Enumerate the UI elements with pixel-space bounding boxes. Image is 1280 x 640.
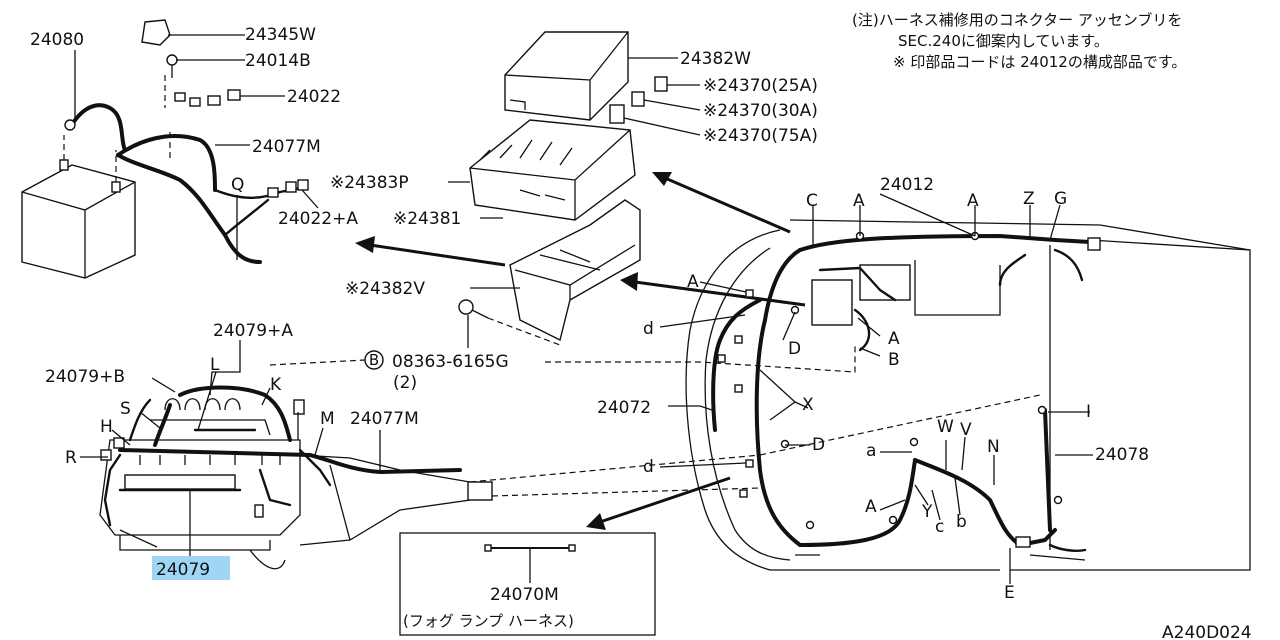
battery-terminal-pos	[111, 181, 121, 193]
fuse-box-lid-icon	[504, 31, 629, 121]
label-24370-25a: ※24370(25A)	[703, 76, 818, 96]
label-24345w: 24345W	[245, 25, 316, 45]
label-24078: 24078	[1095, 445, 1149, 465]
label-d-upper: D	[788, 339, 801, 359]
notes: (注)ハーネス補修用のコネクター アッセンブリを SEC.240に御案内していま…	[852, 11, 1186, 71]
note-line-2: SEC.240に御案内しています。	[898, 32, 1109, 50]
label-24381: ※24381	[393, 209, 461, 229]
engine-harness-assembly	[80, 340, 493, 570]
label-24077m-top: 24077M	[252, 137, 321, 157]
label-e: E	[1004, 583, 1015, 603]
label-24077m-mid: 24077M	[350, 409, 419, 429]
battery-terminal-neg	[59, 159, 69, 171]
body-harness-assembly	[659, 193, 1251, 584]
fog-lamp-harness-box	[399, 532, 656, 636]
label-b-mid: B	[888, 350, 900, 370]
label-a-left: A	[687, 272, 699, 292]
battery-icon	[21, 164, 136, 279]
fuse-box-assembly	[448, 31, 701, 348]
terminal-cover-icon	[141, 19, 171, 46]
fuse-case-lower-icon	[509, 199, 641, 342]
highlight-24079	[152, 556, 230, 580]
label-k: K	[270, 375, 282, 395]
bolt-08363-icon	[458, 299, 474, 315]
label-g: G	[1054, 189, 1067, 209]
label-24383p: ※24383P	[330, 173, 409, 193]
note-line-3: ※ 印部品コードは 24012の構成部品です。	[893, 53, 1186, 71]
label-24370-30a: ※24370(30A)	[703, 101, 818, 121]
label-d-lower-lower: d	[643, 457, 654, 477]
label-24022-a: 24022+A	[278, 209, 358, 229]
label-a-top-1: A	[853, 191, 865, 211]
label-x: X	[802, 395, 814, 415]
label-24079: 24079	[156, 560, 210, 580]
bolt-icon	[166, 54, 178, 66]
label-a-mid: A	[888, 329, 900, 349]
note-line-1: (注)ハーネス補修用のコネクター アッセンブリを	[852, 11, 1182, 29]
label-24014b: 24014B	[245, 51, 311, 71]
label-q-top: Q	[231, 175, 244, 195]
label-d-lower: D	[812, 435, 825, 455]
bolt-symbol: B	[369, 351, 379, 369]
label-m: M	[320, 409, 335, 429]
label-24022: 24022	[287, 87, 341, 107]
label-l: L	[210, 355, 220, 375]
label-n: N	[987, 437, 1000, 457]
label-24079-b: 24079+B	[45, 367, 125, 387]
label-c-top: C	[806, 191, 818, 211]
label-s: S	[120, 399, 131, 419]
label-24070m: 24070M	[490, 585, 559, 605]
label-bolt-qty: (2)	[393, 373, 417, 393]
label-d-upper-lower: d	[643, 319, 654, 339]
label-24370-75a: ※24370(75A)	[703, 126, 818, 146]
label-24079-a: 24079+A	[213, 321, 293, 341]
label-w: W	[937, 417, 954, 437]
pointer-arrows	[355, 172, 806, 530]
label-c-lower: c	[935, 517, 944, 537]
label-24382v: ※24382V	[345, 279, 425, 299]
label-fog-lamp-desc: (フォグ ランプ ハーネス)	[403, 612, 574, 630]
label-r: R	[65, 448, 77, 468]
ecu-box-icon	[811, 279, 853, 326]
label-a-top-2: A	[967, 191, 979, 211]
label-a-lowercase: a	[866, 441, 876, 461]
fuse-25a-icon	[654, 76, 668, 92]
transmission-end-icon	[467, 481, 493, 501]
label-v: V	[960, 420, 972, 440]
label-24382w: 24382W	[680, 49, 751, 69]
label-h: H	[100, 417, 113, 437]
fuse-30a-icon	[631, 91, 645, 107]
label-24012: 24012	[880, 175, 934, 195]
label-a-lower: A	[865, 497, 877, 517]
label-08363-6165g: 08363-6165G	[392, 352, 509, 372]
fuse-75a-icon	[609, 104, 625, 124]
relay-block-icon	[469, 119, 636, 221]
label-24080: 24080	[30, 30, 84, 50]
battery-assembly	[21, 19, 319, 279]
label-b-lower: b	[956, 512, 967, 532]
label-i: I	[1086, 402, 1091, 422]
label-y: Y	[921, 502, 933, 522]
label-z: Z	[1023, 189, 1035, 209]
reference-code: A240D024	[1162, 623, 1252, 640]
label-24072: 24072	[597, 398, 651, 418]
